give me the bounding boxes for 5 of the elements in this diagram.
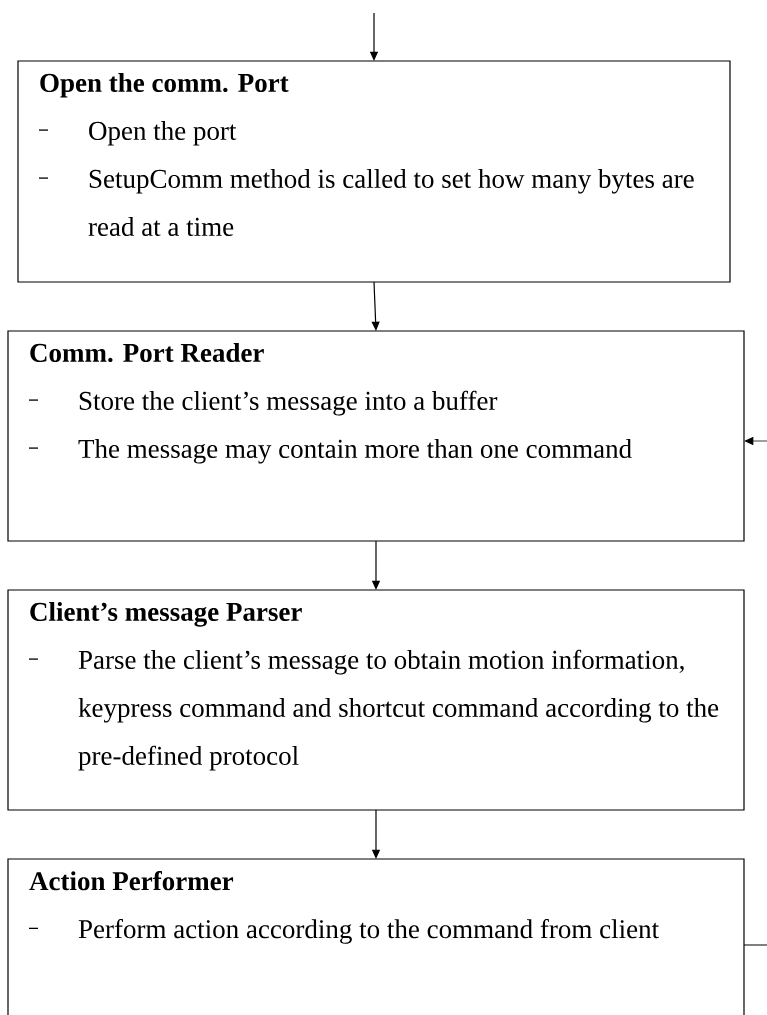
arrow [371,281,380,331]
process-box: Client’s message Parser Parse the client’s message to obtain motion information, keypress command and shortcut command according to the pre-defined protocol [7,589,745,811]
process-box: Action Performer Perform action according to the command from client [7,858,745,1015]
process-box: Open the comm. Port Open the port SetupComm method is called to set how many bytes are read at a time [17,60,731,283]
process-box: Comm. Port Reader Store the client’s message into a buffer The message may contain more than one command [7,330,745,542]
